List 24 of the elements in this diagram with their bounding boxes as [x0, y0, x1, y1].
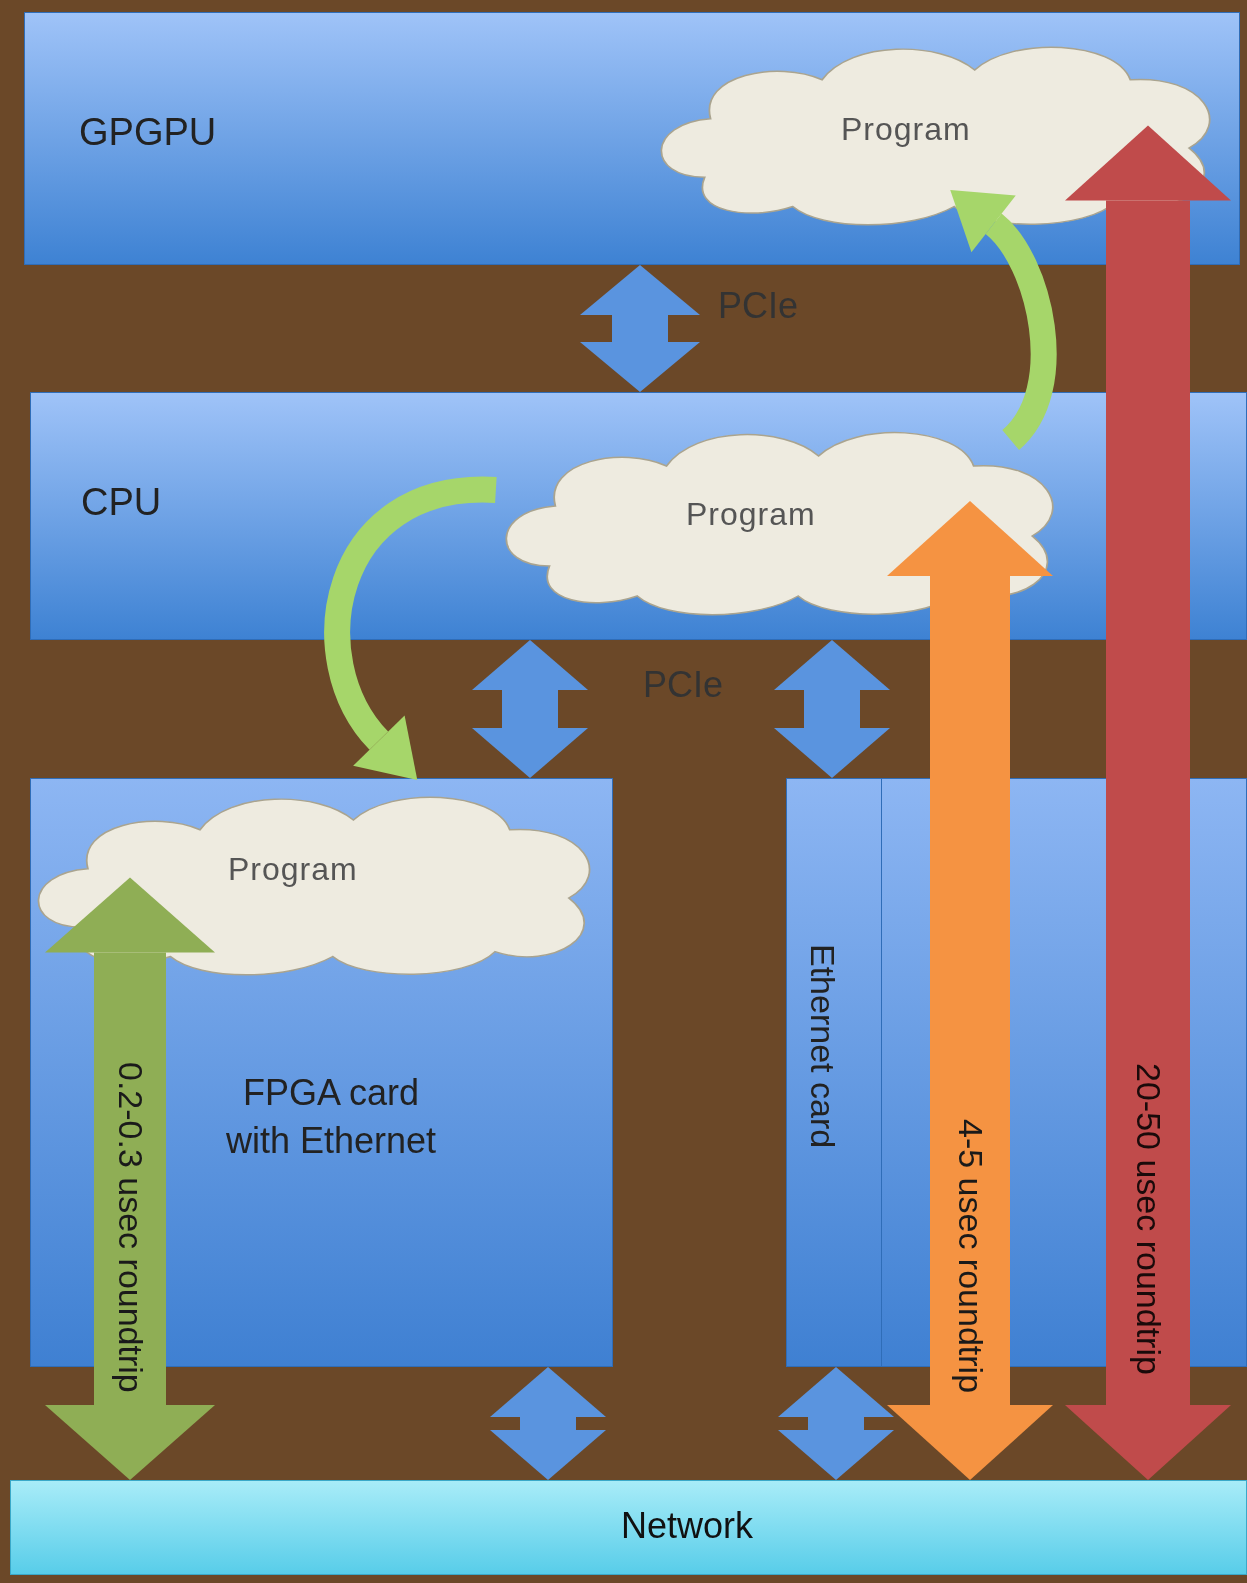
cloud-label: Program — [841, 111, 971, 148]
layer-panel — [24, 12, 1240, 265]
roundtrip-arrow — [45, 877, 215, 1480]
panel-label: FPGA card with Ethernet — [224, 1071, 438, 1163]
roundtrip-arrow — [1065, 125, 1231, 1480]
network-bar — [10, 1480, 1247, 1575]
panel-label: Ethernet card — [803, 944, 842, 1149]
double-arrow — [580, 265, 700, 392]
bus-label: PCIe — [643, 664, 724, 706]
card-panel — [786, 778, 882, 1367]
double-arrow — [774, 640, 890, 778]
edge-label: 4-5 usec roundtrip — [950, 1118, 990, 1393]
panel-label: CPU — [81, 481, 162, 524]
cloud-label: Program — [686, 496, 816, 533]
double-arrow — [472, 640, 588, 778]
cloud-label: Program — [228, 851, 358, 888]
double-arrow — [490, 1367, 606, 1480]
edge-label: 0.2-0.3 usec roundtrip — [110, 1062, 150, 1393]
panel-label: GPGPU — [79, 111, 217, 154]
bus-label: PCIe — [718, 285, 799, 327]
panel-label: Network — [621, 1505, 754, 1547]
double-arrow — [778, 1367, 894, 1480]
roundtrip-arrow — [887, 501, 1053, 1480]
edge-label: 20-50 usec roundtrip — [1128, 1063, 1168, 1375]
